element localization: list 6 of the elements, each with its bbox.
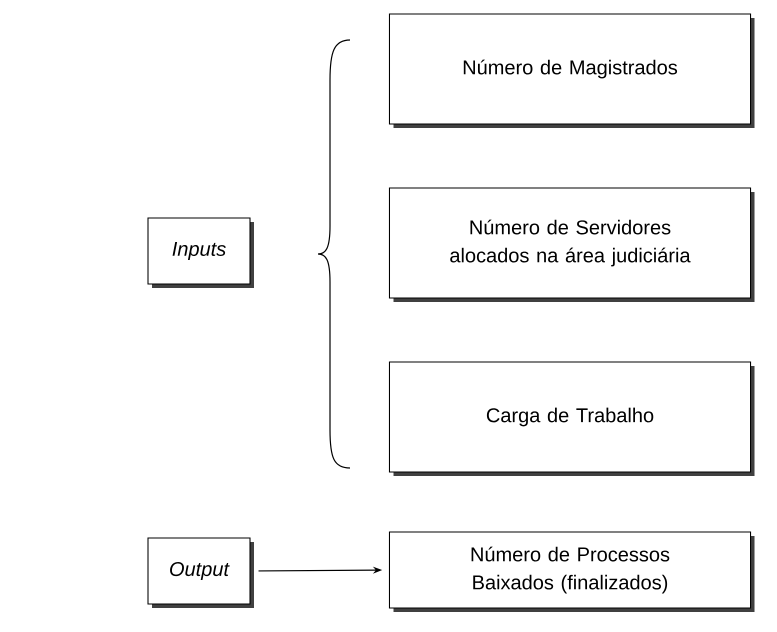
category-box: Inputs xyxy=(147,217,254,288)
category-box: Output xyxy=(147,537,254,608)
output-box: Número de Processos Baixados (finalizados) xyxy=(388,531,755,612)
input-box: Número de Magistrados xyxy=(388,13,755,128)
input-box: Carga de Trabalho xyxy=(388,361,755,476)
input-box: Número de Servidores alocados na área judiciária xyxy=(388,187,755,302)
